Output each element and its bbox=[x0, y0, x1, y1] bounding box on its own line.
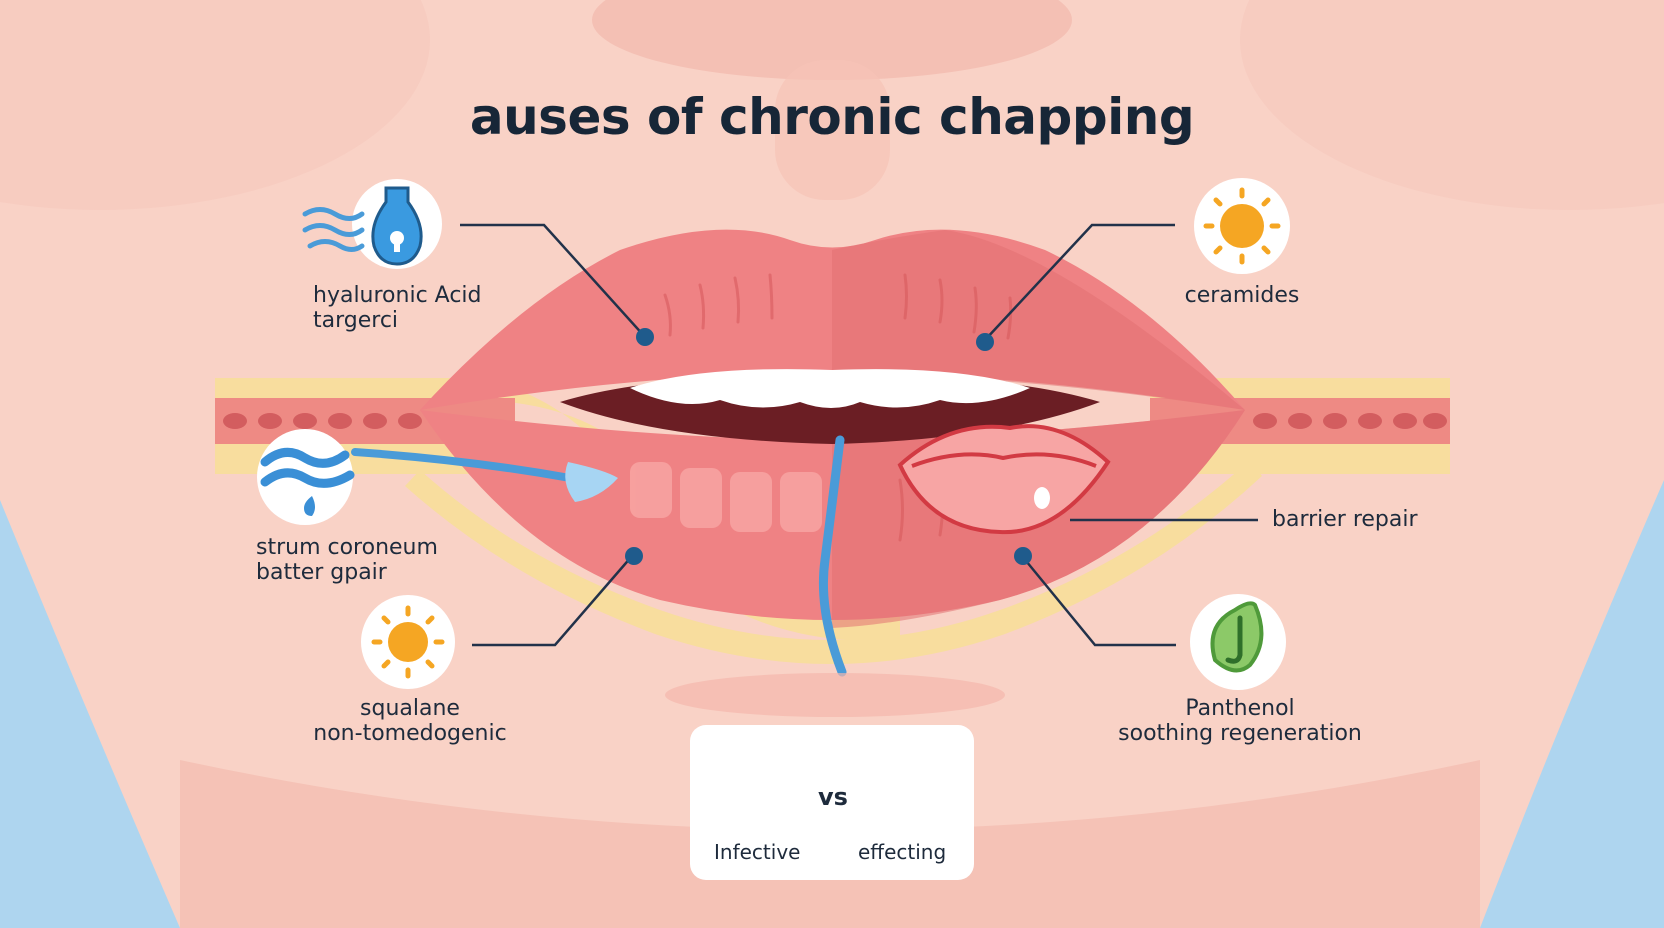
leader-dots bbox=[625, 328, 1032, 565]
nose-shade bbox=[592, 0, 1072, 80]
sun-icon bbox=[361, 595, 455, 689]
chapped-lips-icon bbox=[897, 424, 1111, 535]
hydration-drop bbox=[565, 462, 618, 502]
hyaluronic-acid-label: hyaluronic Acid targerci bbox=[313, 283, 482, 333]
upper-lip-right-shade bbox=[832, 230, 1245, 410]
leader-lines bbox=[460, 223, 1258, 647]
sun-icon bbox=[1194, 178, 1290, 274]
stratum-corneum-label: strum coroneum batter gpair bbox=[256, 535, 438, 585]
hydration-stream bbox=[351, 448, 574, 482]
panthenol-label-line2: soothing regeneration bbox=[1118, 721, 1362, 746]
chin-shadow bbox=[665, 673, 1005, 717]
ceramides-label: ceramides bbox=[1184, 283, 1300, 308]
squalane-label-line2: non-tomedogenic bbox=[313, 721, 507, 746]
comparison-left-label: Infective bbox=[714, 840, 801, 864]
hyaluronic-acid-label-line1: hyaluronic Acid bbox=[313, 283, 482, 308]
leaf-icon bbox=[1190, 594, 1286, 690]
lower-teeth bbox=[630, 462, 822, 532]
page-title: auses of chronic chapping bbox=[469, 88, 1195, 146]
barrier-repair-label: barrier repair bbox=[1272, 507, 1418, 532]
cheek-shade-left bbox=[0, 0, 430, 210]
water-drop-bottle-icon bbox=[302, 179, 442, 269]
cheek-shade-right bbox=[1240, 0, 1664, 210]
hyaluronic-acid-label-line2: targerci bbox=[313, 308, 399, 333]
dermis-cells bbox=[223, 413, 1447, 429]
squalane-label: squalane non-tomedogenic bbox=[300, 696, 520, 746]
philtrum-shade bbox=[775, 60, 890, 200]
panthenol-label: Panthenol soothing regeneration bbox=[1110, 696, 1370, 746]
squalane-label-line1: squalane bbox=[360, 696, 460, 721]
comparison-right-label: effecting bbox=[858, 840, 947, 864]
water-wave-icon bbox=[257, 429, 355, 525]
stratum-corneum-label-line2: batter gpair bbox=[256, 560, 387, 585]
blood-vessel bbox=[818, 435, 847, 677]
lower-fat-arc bbox=[405, 460, 1262, 664]
stratum-corneum-label-line1: strum coroneum bbox=[256, 535, 438, 560]
comparison-vs: vs bbox=[818, 783, 848, 811]
shoulder-left bbox=[0, 500, 180, 928]
teeth bbox=[630, 369, 1030, 408]
panthenol-label-line1: Panthenol bbox=[1185, 696, 1295, 721]
comparison-card: Infective vs effecting bbox=[690, 725, 974, 880]
shoulder-right bbox=[1480, 480, 1664, 928]
